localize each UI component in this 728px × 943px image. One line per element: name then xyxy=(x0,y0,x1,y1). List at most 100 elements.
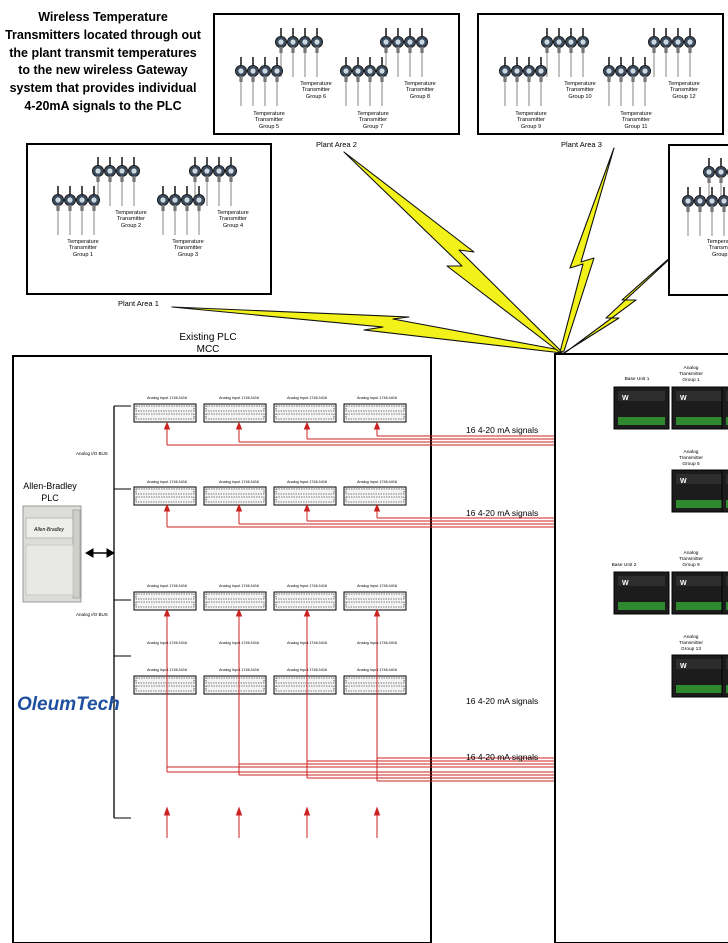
signals-label-3: 16 4-20 mA signals xyxy=(466,752,538,762)
tx-label: Temperature xyxy=(172,239,203,245)
analog-transmitter-brand: W xyxy=(680,663,687,670)
io-module xyxy=(343,486,407,506)
tx-label: Transmitter xyxy=(406,87,434,93)
intro-line-1: Wireless Temperature xyxy=(38,10,168,24)
analog-transmitter-group-5: W xyxy=(671,469,728,513)
gw-group-9-label: Group 9 xyxy=(682,562,700,568)
transmitter-label: Transmitter xyxy=(679,371,703,377)
group-5-label: Group 5 xyxy=(259,124,279,130)
io-module xyxy=(343,403,407,423)
base-unit-2: W xyxy=(613,571,670,615)
io-module xyxy=(203,486,267,506)
io-module xyxy=(273,403,337,423)
base-unit-1: W xyxy=(613,386,670,430)
module-label: Analog Input 1746-NI16 xyxy=(147,480,187,484)
plant-area-3-box: Temperature Transmitter Group 10 Tempera… xyxy=(477,13,724,135)
tx-label: Transmitter xyxy=(117,216,145,222)
tx-label: Transmitter xyxy=(219,216,247,222)
io-module xyxy=(203,675,267,695)
io-module xyxy=(273,486,337,506)
plant-area-2-box: Temperature Transmitter Group 6 Temperat… xyxy=(213,13,460,135)
bus-label-upper: Analog I/O BUS xyxy=(76,451,108,456)
module-label: Analog Input 1746-NI16 xyxy=(287,396,327,400)
group-1-label: Group 1 xyxy=(73,252,93,258)
mcc-line-1: Existing PLC xyxy=(179,332,236,343)
tx-label: Transmitter xyxy=(302,87,330,93)
module-row-3: Analog Input 1746-NI16 Analog Input 1746… xyxy=(133,584,407,611)
plant-area-4-box: Temperature Transmitter Group xyxy=(668,144,728,296)
gw-group-1-label: Group 1 xyxy=(682,377,700,383)
module-label: Analog Input 1746-NI16 xyxy=(357,641,397,645)
io-module xyxy=(203,403,267,423)
tx-label: Temperature xyxy=(357,111,388,117)
plant-area-2-label: Plant Area 2 xyxy=(316,140,357,149)
io-module xyxy=(343,675,407,695)
io-module xyxy=(133,403,197,423)
analog-transmitter-group-13: W xyxy=(671,654,728,698)
group-6-label: Group 6 xyxy=(306,94,326,100)
intro-line-3: the plant transmit temperatures xyxy=(9,46,197,60)
bus-label-lower: Analog I/O BUS xyxy=(76,612,108,617)
tx-label: Temperature xyxy=(564,81,595,87)
tx-label: Transmitter xyxy=(69,245,97,251)
tx-label: Temperature xyxy=(217,210,248,216)
group-9-label: Group 9 xyxy=(521,124,541,130)
intro-text: Wireless Temperature Transmitters locate… xyxy=(5,10,202,113)
group-7-label: Group 7 xyxy=(363,124,383,130)
module-label: Analog Input 1746-NI16 xyxy=(357,480,397,484)
tx-label: Temperature xyxy=(515,111,546,117)
module-label: Analog Input 1746-NI16 xyxy=(147,641,187,645)
plc-unit: Allen-Bradley PLC Allen-Bradley xyxy=(22,481,82,603)
analog-transmitter-group-9: W xyxy=(671,571,728,615)
group-12-label: Group 12 xyxy=(672,94,695,100)
module-row-2: Analog Input 1746-NI16 Analog Input 1746… xyxy=(133,480,407,506)
transmitter-label: Transmitter xyxy=(679,640,703,646)
transmitter-label: Transmitter xyxy=(679,455,703,461)
plant-area-3-label: Plant Area 3 xyxy=(561,140,602,149)
io-module xyxy=(343,591,407,611)
tx-label: Transmitter xyxy=(622,117,650,123)
module-label: Analog Input 1746-NI16 xyxy=(287,584,327,588)
module-label: Analog Input 1746-NI16 xyxy=(219,641,259,645)
analog-transmitter-group-1: W xyxy=(671,386,728,430)
plant-area-1-box: Temperature Transmitter Group 2 Temperat… xyxy=(26,143,272,295)
module-label: Analog Input 1746-NI16 xyxy=(219,396,259,400)
plc-brand: Allen-Bradley xyxy=(33,527,64,533)
analog-label: Analog xyxy=(684,365,699,371)
gw-group-13-label: Group 13 xyxy=(681,646,701,652)
module-label: Analog Input 1746-NI16 xyxy=(357,396,397,400)
intro-line-5: system that provides individual xyxy=(10,81,197,95)
group-11-label: Group 11 xyxy=(625,124,648,130)
io-module xyxy=(273,675,337,695)
tx-label: Temperature xyxy=(300,81,331,87)
base-unit-2-label: Base Unit 2 xyxy=(612,562,637,568)
module-label: Analog Input 1746-NI16 xyxy=(287,641,327,645)
plant-area-1-label: Plant Area 1 xyxy=(118,299,159,308)
gateway-cabinet: Base Unit 1 Analog Transmitter Group 1 A… xyxy=(554,353,728,943)
tx-label: Temperature xyxy=(67,239,98,245)
module-label: Analog Input 1746-NI16 xyxy=(147,584,187,588)
transmitter-label: Transmitter xyxy=(679,556,703,562)
tx-label: Transmitter xyxy=(174,245,202,251)
plc-bus xyxy=(84,405,131,819)
module-label: Analog Input 1746-NI16 xyxy=(147,396,187,400)
group-13-label: Group xyxy=(712,252,728,258)
module-label: Analog Input 1746-NI16 xyxy=(357,584,397,588)
intro-line-4: to the new wireless Gateway xyxy=(18,63,188,77)
lightning-bolt-area3 xyxy=(559,147,615,353)
tx-label: Transmitter xyxy=(255,117,283,123)
module-row-1: Analog Input 1746-NI16 Analog Input 1746… xyxy=(133,396,407,423)
io-module xyxy=(273,591,337,611)
intro-line-6: 4-20mA signals to the PLC xyxy=(24,99,181,113)
analog-label: Analog xyxy=(684,449,699,455)
io-module xyxy=(133,591,197,611)
intro-line-2: Transmitters located through out xyxy=(5,28,202,42)
module-row-5: Analog Input 1746-NI16 Analog Input 1746… xyxy=(147,641,397,645)
group-4-label: Group 4 xyxy=(223,223,243,229)
tx-label: Temperature xyxy=(668,81,699,87)
io-module xyxy=(203,591,267,611)
analog-transmitter-brand: W xyxy=(680,395,687,402)
tx-label: Transmitter xyxy=(566,87,594,93)
base-unit-brand: W xyxy=(622,580,629,587)
io-module xyxy=(133,486,197,506)
